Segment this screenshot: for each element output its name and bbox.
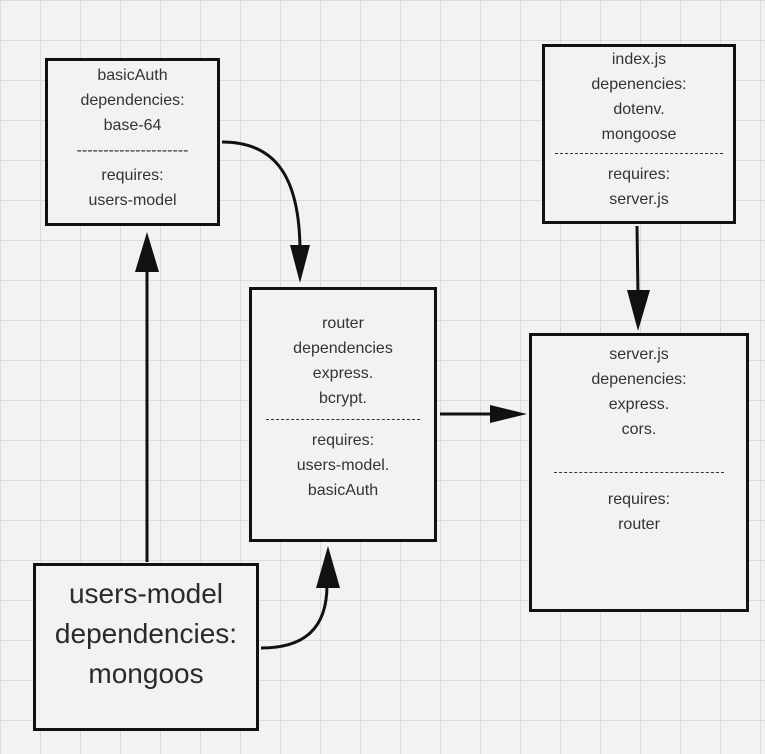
index-js-requirement: server.js — [609, 191, 669, 208]
router-dependency: express. — [312, 365, 374, 382]
arrowhead-icon — [490, 405, 527, 423]
users-model-dependency: mongoos — [88, 658, 204, 689]
index-js-title: index.js — [611, 51, 667, 68]
server-js-title: server.js — [609, 346, 669, 363]
server-js-node[interactable]: server.js depenencies: express. cors. re… — [529, 333, 749, 612]
index-js-dependency: mongoose — [601, 126, 677, 143]
basic-auth-requires-label: requires: — [101, 167, 164, 184]
router-dependency: bcrypt. — [318, 390, 367, 407]
arrowhead-icon — [135, 232, 159, 272]
edge-users-model-to-router — [260, 584, 329, 650]
users-model-node[interactable]: users-model dependencies: mongoos — [33, 563, 259, 731]
edge-index-js-to-server-js — [635, 225, 640, 297]
router-requirement: users-model. — [296, 457, 390, 474]
index-js-dependency: dotenv. — [613, 101, 665, 118]
router-node[interactable]: router dependencies express. bcrypt. req… — [249, 287, 437, 542]
server-js-requirement: router — [618, 516, 660, 533]
server-js-dependencies-label: depenencies: — [591, 371, 687, 388]
arrowhead-icon — [627, 290, 650, 331]
server-js-dependency: express. — [608, 396, 670, 413]
users-model-title: users-model — [68, 578, 224, 609]
router-dependencies-label: dependencies — [293, 340, 393, 357]
edge-basic-auth-to-router — [221, 140, 302, 253]
router-requirement: basicAuth — [307, 482, 379, 499]
server-js-dependency: cors. — [621, 421, 657, 438]
basic-auth-requirement: users-model — [88, 192, 177, 209]
basic-auth-divider: --------------------- — [76, 142, 189, 159]
basic-auth-title: basicAuth — [97, 67, 168, 84]
basic-auth-dependencies-label: dependencies: — [80, 92, 185, 109]
index-js-node[interactable]: index.js depenencies: dotenv. mongoose r… — [542, 44, 736, 224]
router-title: router — [322, 315, 364, 332]
server-js-requires-label: requires: — [607, 491, 671, 508]
basic-auth-node[interactable]: basicAuth dependencies: base-64 --------… — [45, 58, 220, 226]
router-requires-label: requires: — [311, 432, 375, 449]
basic-auth-dependency: base-64 — [103, 117, 162, 134]
index-js-requires-label: requires: — [607, 166, 671, 183]
router-divider — [266, 419, 420, 420]
index-js-dependencies-label: depenencies: — [591, 76, 687, 93]
arrowhead-icon — [290, 245, 310, 283]
users-model-dependencies-label: dependencies: — [54, 618, 238, 649]
index-js-divider — [555, 153, 723, 154]
server-js-divider — [554, 472, 724, 473]
arrowhead-icon — [316, 546, 340, 588]
